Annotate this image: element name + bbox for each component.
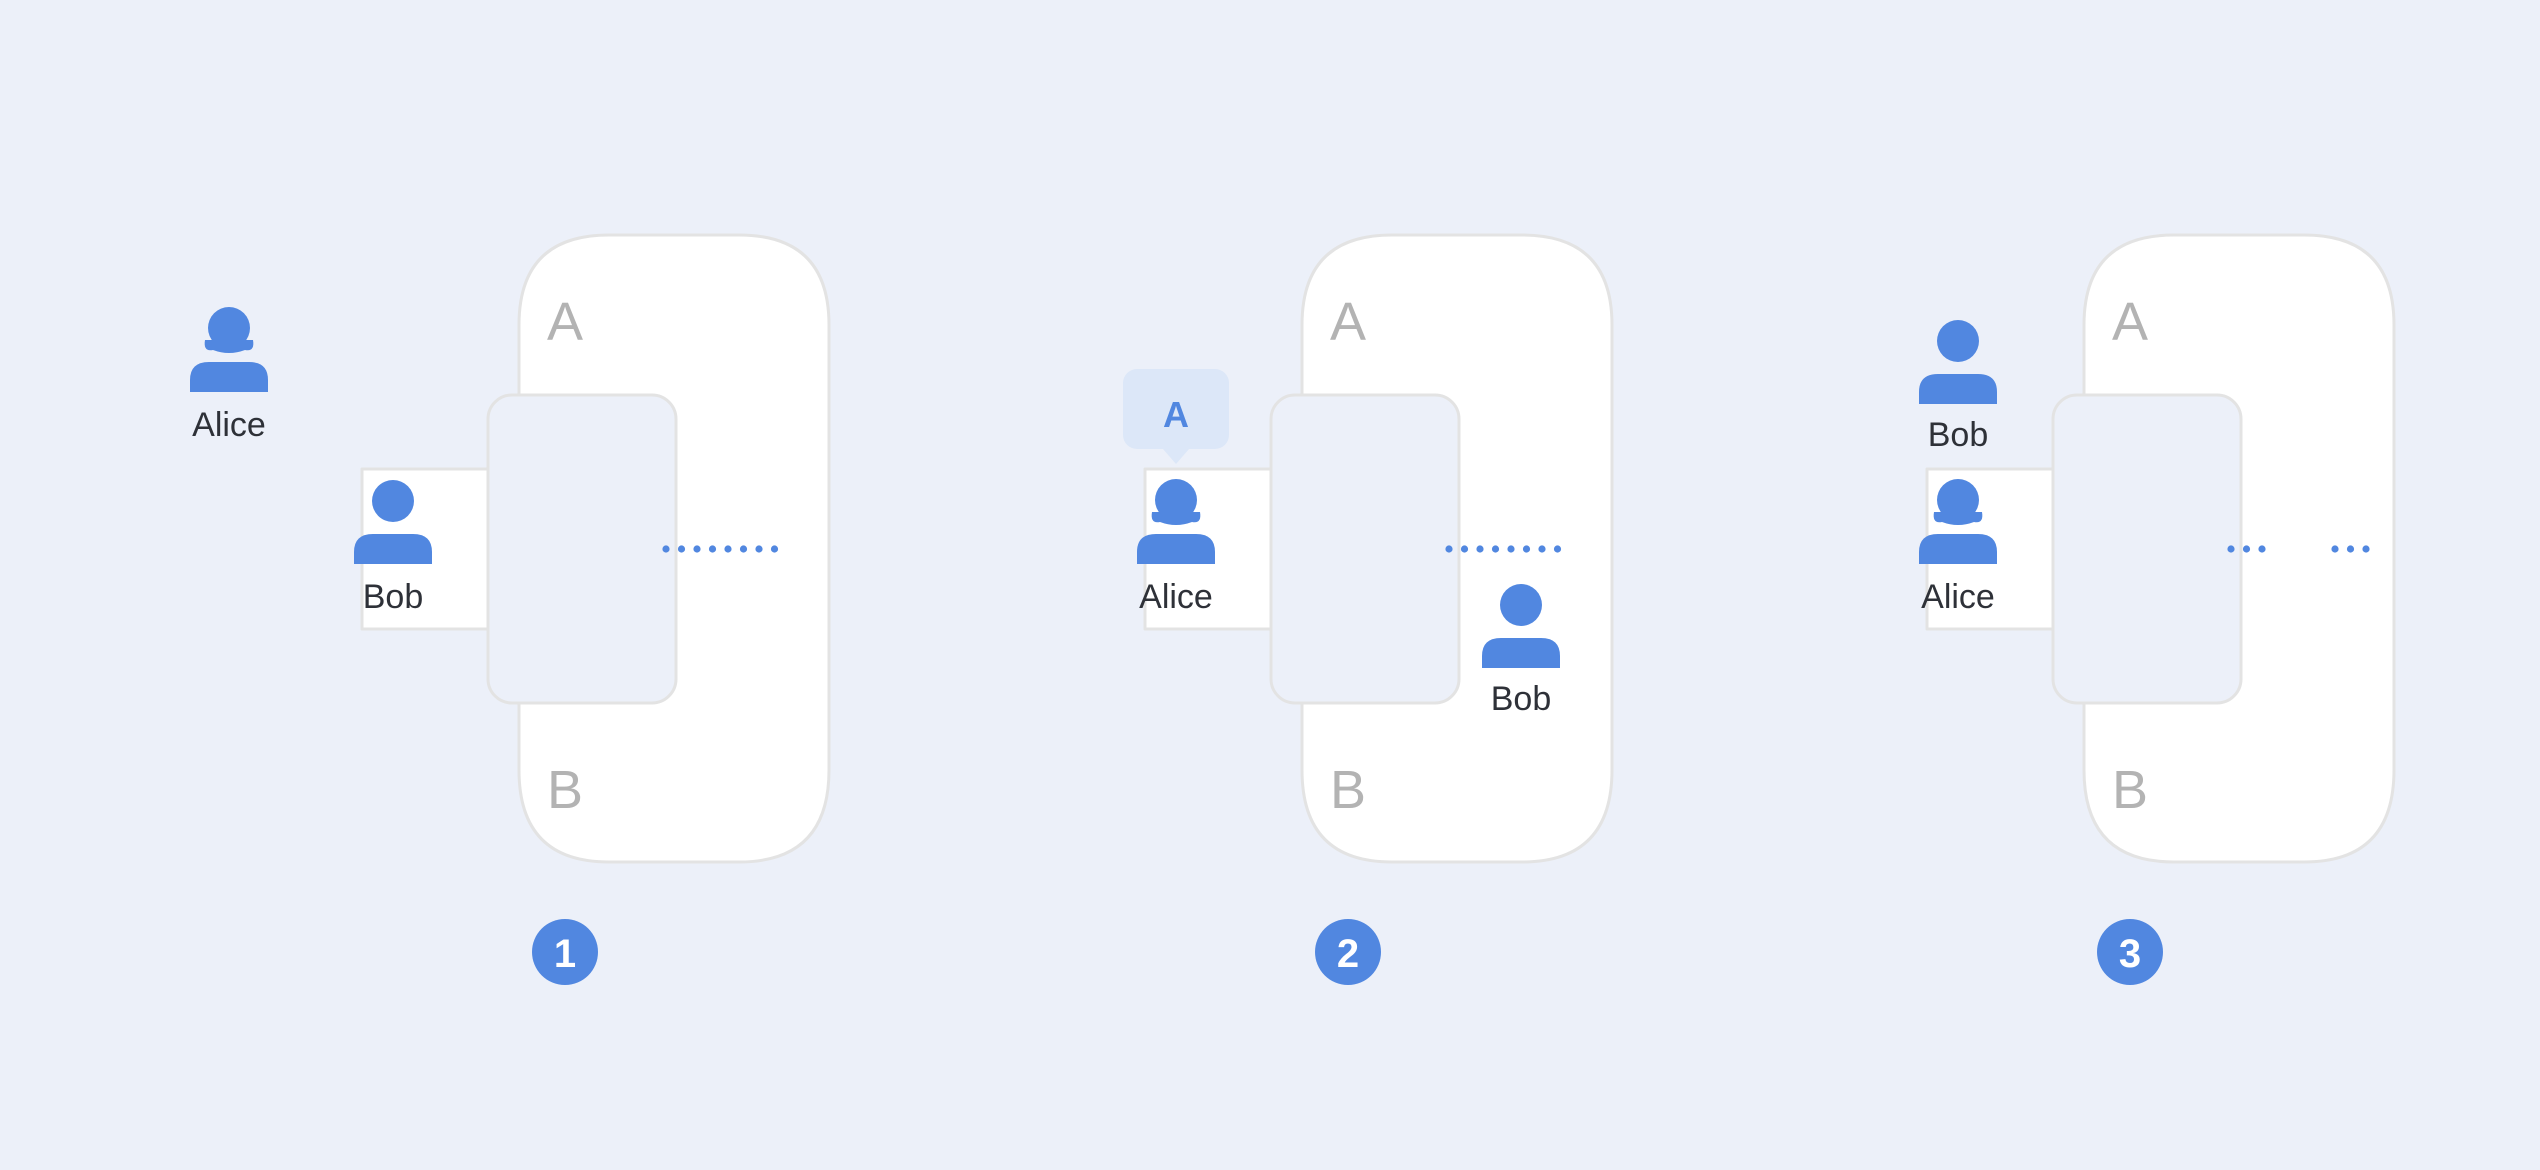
path-dot (770, 545, 779, 553)
step-badge-3: 3 (2097, 919, 2163, 985)
path-dot (739, 545, 748, 553)
dotted-path (662, 545, 779, 553)
path-dot (2331, 545, 2339, 553)
room-label-b: B (1330, 760, 1366, 820)
speech-bubble: A (1123, 369, 1229, 464)
path-dot (2258, 545, 2266, 553)
path-dot (2242, 545, 2251, 553)
room-label-b: B (547, 760, 583, 820)
courtyard-3 (2051, 393, 2243, 705)
speech-bubble-letter: A (1163, 394, 1189, 435)
person-label-alice: Alice (1139, 578, 1213, 616)
step-number: 3 (2119, 932, 2141, 976)
step-number: 1 (554, 932, 576, 976)
room-label-a: A (547, 292, 583, 352)
courtyard-1 (486, 393, 678, 705)
room-label-b: B (2112, 760, 2148, 820)
path-dot (1538, 545, 1546, 553)
dotted-path (2227, 545, 2370, 553)
path-dot (2346, 545, 2355, 553)
person-male-icon (354, 480, 432, 564)
path-dot (2362, 545, 2370, 553)
dotted-path (1445, 545, 1562, 553)
path-dot (1476, 545, 1484, 553)
person-male-icon (1919, 320, 1997, 404)
person-label-alice: Alice (192, 406, 266, 444)
person-label-bob: Bob (363, 578, 424, 616)
room-label-a: A (1330, 292, 1366, 352)
path-dot (677, 545, 686, 553)
path-dot (1460, 545, 1469, 553)
path-dot (1522, 545, 1531, 553)
step-badge-2: 2 (1315, 919, 1381, 985)
person-label-bob: Bob (1928, 416, 1989, 454)
path-dot (2227, 545, 2235, 553)
path-dot (724, 545, 732, 553)
person-male-icon (1482, 584, 1560, 668)
path-dot (1507, 545, 1515, 553)
step-number: 2 (1337, 932, 1359, 976)
path-dot (755, 545, 763, 553)
path-dot (1445, 545, 1453, 553)
person-label-bob: Bob (1491, 680, 1552, 718)
room-label-a: A (2112, 292, 2148, 352)
person-female-icon (190, 307, 268, 392)
path-dot (693, 545, 701, 553)
person-female-icon (1137, 479, 1215, 564)
path-dot (662, 545, 670, 553)
person-female-icon (1919, 479, 1997, 564)
path-dot (1491, 545, 1500, 553)
path-dot (708, 545, 717, 553)
courtyard-2 (1269, 393, 1461, 705)
step-badge-1: 1 (532, 919, 598, 985)
path-dot (1553, 545, 1562, 553)
person-label-alice: Alice (1921, 578, 1995, 616)
